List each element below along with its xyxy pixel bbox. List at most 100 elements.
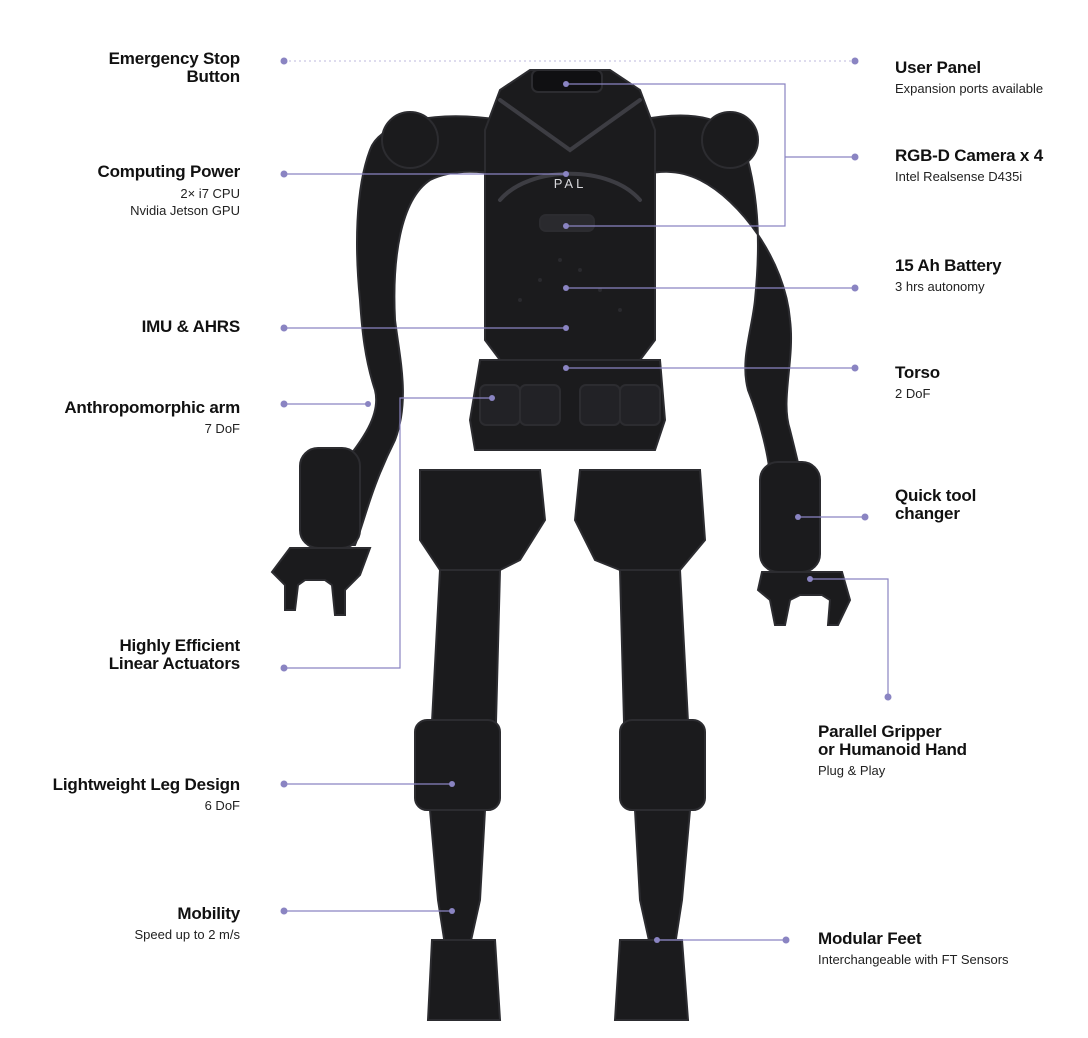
- callout-lines: [284, 60, 889, 941]
- torso-x-brace: [498, 98, 642, 153]
- tool-changer-title: Quick tool: [895, 486, 977, 505]
- tool-changer-title-2: changer: [895, 503, 960, 523]
- anchor-dot: [807, 576, 813, 582]
- gripper-label: Parallel Gripper or Humanoid Hand Plug &…: [818, 723, 967, 779]
- left-foot: [426, 939, 502, 1021]
- emergency-stop-label: Emergency Stop Button: [108, 49, 241, 86]
- callout-dot: [280, 780, 288, 788]
- arm-sub: 7 DoF: [204, 420, 240, 436]
- right-foot: [613, 939, 690, 1021]
- emergency-stop-title: Emergency Stop: [108, 49, 241, 68]
- actuators-line: [284, 397, 492, 669]
- callout-dot: [884, 693, 892, 701]
- callout-dot: [280, 170, 288, 178]
- vent-dot: [578, 268, 582, 272]
- feet-label: Modular Feet Interchangeable with FT Sen…: [818, 930, 1009, 968]
- imu-title: IMU & AHRS: [141, 317, 241, 336]
- camera-label: RGB-D Camera x 4 Intel Realsense D435i: [895, 147, 1043, 185]
- front-camera: [539, 214, 595, 232]
- vent-dot: [558, 258, 562, 262]
- pal-logo: PAL: [554, 176, 587, 191]
- callout-dot: [280, 400, 288, 408]
- computing-title: Computing Power: [97, 162, 241, 181]
- left-knee: [414, 719, 501, 811]
- gripper-title-2: or Humanoid Hand: [818, 739, 967, 759]
- mobility-title: Mobility: [177, 904, 240, 923]
- waist: [468, 359, 667, 451]
- left-lower-leg: [428, 809, 487, 946]
- actuators-title: Highly Efficient: [119, 636, 240, 655]
- gripper-line: [810, 578, 889, 697]
- torso-title: Torso: [895, 363, 940, 382]
- actuator-block-4: [619, 384, 661, 426]
- callout-dots: [280, 57, 892, 944]
- actuators-title-2: Linear Actuators: [108, 653, 240, 673]
- arm-label: Anthropomorphic arm 7 DoF: [64, 399, 240, 437]
- actuator-block-2: [519, 384, 561, 426]
- callout-dot: [280, 324, 288, 332]
- top-panel: [531, 69, 603, 93]
- right-knee: [619, 719, 706, 811]
- left-thigh: [419, 469, 547, 571]
- anchor-dot: [365, 401, 371, 407]
- right-gripper: [756, 571, 852, 626]
- anchor-dot: [489, 395, 495, 401]
- torso-label: Torso 2 DoF: [895, 364, 940, 402]
- vent-dot: [518, 298, 522, 302]
- gripper-sub: Plug & Play: [818, 762, 886, 778]
- anchor-dot: [563, 223, 569, 229]
- mobility-label: Mobility Speed up to 2 m/s: [134, 905, 240, 943]
- leg-title: Lightweight Leg Design: [52, 775, 241, 794]
- mobility-sub: Speed up to 2 m/s: [134, 926, 240, 942]
- anchor-dot: [449, 781, 455, 787]
- leg-sub: 6 DoF: [204, 797, 240, 813]
- actuator-block-3: [579, 384, 621, 426]
- camera-sub: Intel Realsense D435i: [895, 168, 1023, 184]
- feet-sub: Interchangeable with FT Sensors: [818, 951, 1009, 967]
- actuator-block-1: [479, 384, 521, 426]
- callout-dot: [280, 907, 288, 915]
- tool-changer-label: Quick tool changer: [895, 487, 976, 523]
- anchor-dot: [563, 285, 569, 291]
- computing-label: Computing Power 2× i7 CPU Nvidia Jetson …: [97, 162, 241, 220]
- vent-dot: [538, 278, 542, 282]
- leg-label: Lightweight Leg Design 6 DoF: [52, 775, 241, 814]
- battery-label: 15 Ah Battery 3 hrs autonomy: [895, 257, 1002, 295]
- gripper-title: Parallel Gripper: [818, 722, 942, 741]
- arm-title: Anthropomorphic arm: [64, 398, 240, 417]
- callout-dot: [280, 57, 288, 65]
- callout-dot: [851, 57, 859, 65]
- callout-dot: [851, 153, 859, 161]
- callout-dot: [851, 284, 859, 292]
- feet-title: Modular Feet: [818, 929, 922, 948]
- left-shoulder: [381, 111, 439, 169]
- anchor-dot: [795, 514, 801, 520]
- vent-dot: [598, 288, 602, 292]
- computing-sub-1: 2× i7 CPU: [180, 185, 240, 201]
- user-panel-sub: Expansion ports available: [895, 80, 1044, 96]
- callout-dot: [861, 513, 869, 521]
- right-lower-leg: [633, 809, 692, 946]
- user-panel-title: User Panel: [895, 58, 981, 77]
- torso-sub: 2 DoF: [895, 385, 931, 401]
- emergency-stop-title-2: Button: [186, 66, 240, 86]
- anchor-dot: [563, 365, 569, 371]
- camera-title: RGB-D Camera x 4: [895, 146, 1043, 165]
- user-panel-line: [566, 83, 786, 227]
- anchor-dot: [449, 908, 455, 914]
- torso-chest-curve: [498, 171, 642, 202]
- actuators-label: Highly Efficient Linear Actuators: [109, 637, 240, 673]
- user-panel-label: User Panel Expansion ports available: [895, 59, 1043, 97]
- callout-dot: [280, 664, 288, 672]
- right-shoulder: [701, 111, 759, 169]
- left-gripper: [270, 547, 372, 616]
- anchor-dot: [563, 81, 569, 87]
- anchor-dot: [563, 325, 569, 331]
- right-thigh: [573, 469, 707, 571]
- vent-dot: [618, 308, 622, 312]
- anchor-dot: [563, 171, 569, 177]
- computing-sub-2: Nvidia Jetson GPU: [130, 203, 240, 219]
- anchor-dot: [654, 937, 660, 943]
